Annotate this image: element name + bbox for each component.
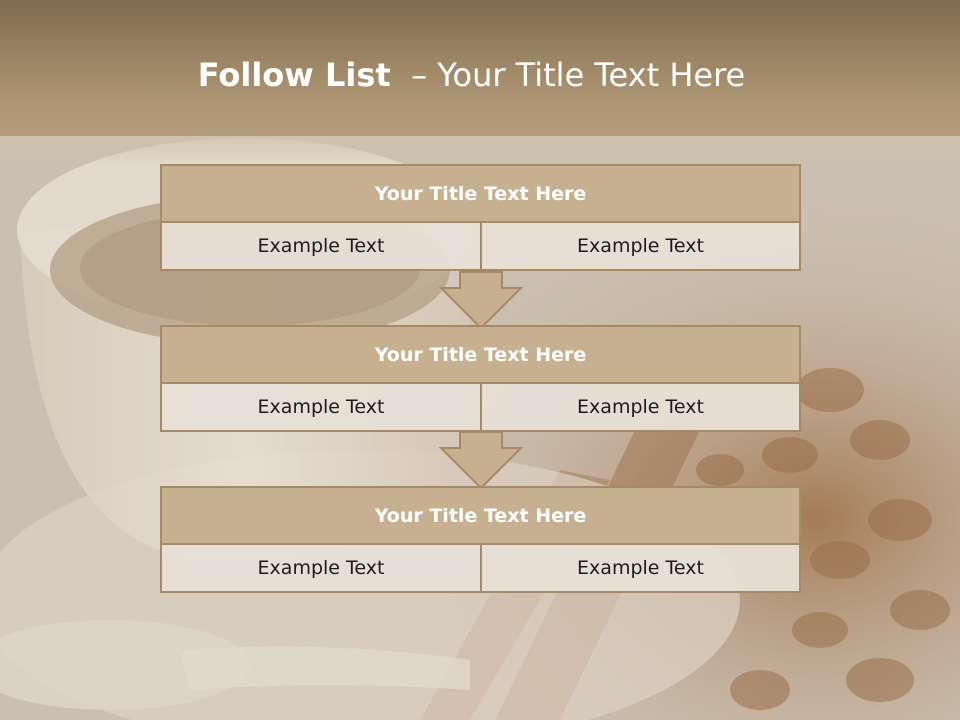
slide-title-bold: Follow List (197, 56, 391, 94)
title-bar (0, 0, 960, 136)
step-title: Your Title Text Here (160, 164, 801, 223)
down-arrow-icon (438, 431, 524, 490)
step-left-text: Example Text (160, 382, 482, 432)
step-title: Your Title Text Here (160, 486, 801, 545)
step-right-text: Example Text (480, 543, 801, 593)
slide-title: Follow List – Your Title Text Here (0, 52, 943, 98)
step-right-text: Example Text (480, 221, 801, 271)
title-strip (0, 136, 960, 166)
step-left-text: Example Text (160, 543, 482, 593)
step-left-text: Example Text (160, 221, 482, 271)
step-right-text: Example Text (480, 382, 801, 432)
step-title: Your Title Text Here (160, 325, 801, 384)
down-arrow-icon (438, 271, 524, 330)
slide-title-rest: – Your Title Text Here (390, 56, 746, 94)
